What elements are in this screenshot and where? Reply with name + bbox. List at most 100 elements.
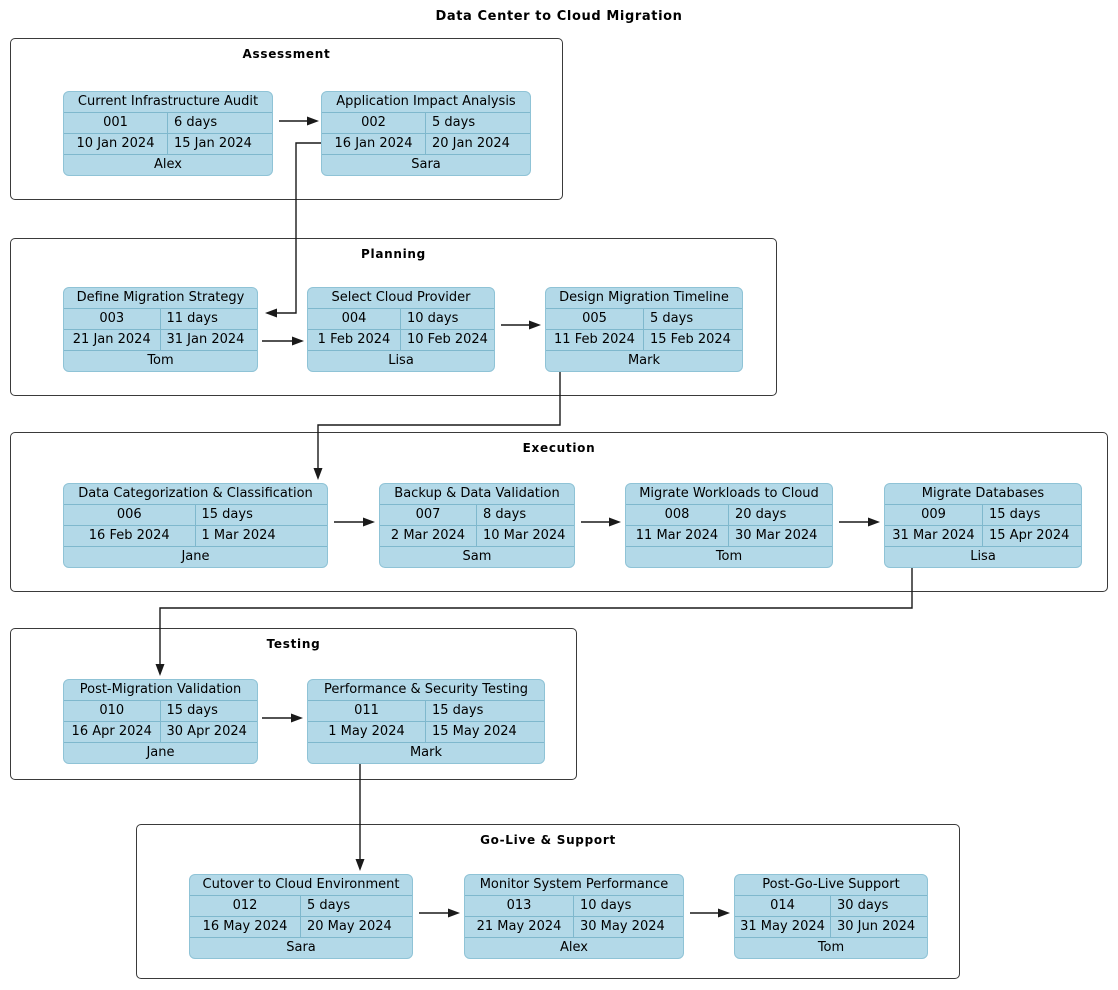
task-code-009: 009 — [885, 505, 983, 525]
task-card-009[interactable]: Migrate Databases 009 15 days 31 Mar 2024 15… — [884, 483, 1082, 568]
task-owner-014: Tom — [817, 940, 845, 955]
task-owner-002: Sara — [411, 157, 441, 172]
task-end-008: 30 Mar 2024 — [735, 528, 818, 543]
task-owner-007: Sam — [462, 549, 492, 564]
task-duration-011: 15 days — [432, 703, 484, 718]
task-end-003: 31 Jan 2024 — [166, 332, 245, 347]
task-name-008: Migrate Workloads to Cloud — [639, 486, 819, 501]
task-code-004: 004 — [308, 309, 401, 329]
task-start-008: 11 Mar 2024 — [626, 526, 729, 546]
task-end-005: 15 Feb 2024 — [650, 332, 731, 347]
task-code-010: 010 — [64, 701, 161, 721]
task-card-010[interactable]: Post-Migration Validation 010 15 days 16 Ap… — [63, 679, 258, 764]
task-end-012: 20 May 2024 — [307, 919, 392, 934]
task-start-009: 31 Mar 2024 — [885, 526, 983, 546]
group-title-assessment: Assessment — [242, 47, 331, 61]
task-end-009: 15 Apr 2024 — [989, 528, 1070, 543]
group-title-execution: Execution — [522, 441, 596, 455]
task-name-007: Backup & Data Validation — [394, 486, 560, 501]
task-card-007[interactable]: Backup & Data Validation 007 8 days 2 Mar 2… — [379, 483, 575, 568]
page-title: Data Center to Cloud Migration — [435, 9, 683, 24]
task-code-008: 008 — [626, 505, 729, 525]
task-start-014: 31 May 2024 — [735, 917, 831, 937]
task-end-011: 15 May 2024 — [432, 724, 517, 739]
task-owner-005: Mark — [627, 353, 661, 368]
task-start-013: 21 May 2024 — [465, 917, 574, 937]
task-code-007: 007 — [380, 505, 477, 525]
task-card-005[interactable]: Design Migration Timeline 005 5 days 11 Feb… — [545, 287, 743, 372]
task-duration-002: 5 days — [432, 115, 476, 130]
task-duration-014: 30 days — [837, 898, 889, 913]
task-code-002: 002 — [322, 113, 426, 133]
task-start-004: 1 Feb 2024 — [308, 330, 401, 350]
task-card-003[interactable]: Define Migration Strategy 003 11 days 21 Ja… — [63, 287, 258, 372]
task-duration-013: 10 days — [580, 898, 632, 913]
task-card-013[interactable]: Monitor System Performance 013 10 days 21 M… — [464, 874, 684, 959]
task-duration-009: 15 days — [989, 507, 1041, 522]
task-duration-012: 5 days — [307, 898, 351, 913]
task-duration-005: 5 days — [650, 311, 694, 326]
task-name-005: Design Migration Timeline — [559, 290, 729, 305]
task-owner-011: Mark — [409, 745, 443, 760]
task-owner-006: Jane — [181, 549, 210, 564]
task-name-002: Application Impact Analysis — [336, 94, 516, 109]
group-title-golive: Go-Live & Support — [480, 833, 616, 847]
task-card-002[interactable]: Application Impact Analysis 002 5 days 16 J… — [321, 91, 531, 176]
task-end-013: 30 May 2024 — [580, 919, 665, 934]
task-name-004: Select Cloud Provider — [331, 290, 471, 305]
task-owner-001: Alex — [154, 157, 182, 172]
task-code-013: 013 — [465, 896, 574, 916]
task-start-005: 11 Feb 2024 — [546, 330, 644, 350]
task-duration-003: 11 days — [166, 311, 218, 326]
task-code-011: 011 — [308, 701, 426, 721]
task-duration-010: 15 days — [166, 703, 218, 718]
task-duration-007: 8 days — [483, 507, 527, 522]
task-start-003: 21 Jan 2024 — [64, 330, 161, 350]
task-owner-012: Sara — [286, 940, 316, 955]
task-start-001: 10 Jan 2024 — [64, 134, 168, 154]
task-code-005: 005 — [546, 309, 644, 329]
task-card-004[interactable]: Select Cloud Provider 004 10 days 1 Feb 202… — [307, 287, 495, 372]
task-owner-010: Jane — [146, 745, 175, 760]
task-code-014: 014 — [735, 896, 831, 916]
group-title-testing: Testing — [266, 637, 321, 651]
task-owner-013: Alex — [560, 940, 588, 955]
task-code-012: 012 — [190, 896, 301, 916]
task-duration-004: 10 days — [407, 311, 459, 326]
task-name-013: Monitor System Performance — [479, 877, 669, 892]
task-owner-009: Lisa — [970, 549, 996, 564]
task-code-001: 001 — [64, 113, 168, 133]
task-end-002: 20 Jan 2024 — [432, 136, 510, 151]
task-name-009: Migrate Databases — [921, 486, 1045, 501]
task-duration-006: 15 days — [201, 507, 253, 522]
task-end-001: 15 Jan 2024 — [174, 136, 252, 151]
task-code-006: 006 — [64, 505, 196, 525]
task-start-012: 16 May 2024 — [190, 917, 301, 937]
task-end-007: 10 Mar 2024 — [483, 528, 566, 543]
task-name-014: Post-Go-Live Support — [762, 877, 900, 892]
task-start-011: 1 May 2024 — [308, 722, 426, 742]
task-end-010: 30 Apr 2024 — [166, 724, 247, 739]
task-card-011[interactable]: Performance & Security Testing 011 15 days… — [307, 679, 545, 764]
task-name-010: Post-Migration Validation — [79, 682, 242, 697]
task-name-011: Performance & Security Testing — [323, 682, 528, 697]
task-owner-008: Tom — [715, 549, 743, 564]
task-owner-004: Lisa — [388, 353, 414, 368]
task-start-002: 16 Jan 2024 — [322, 134, 426, 154]
task-end-014: 30 Jun 2024 — [837, 919, 916, 934]
task-end-004: 10 Feb 2024 — [407, 332, 488, 347]
group-title-planning: Planning — [361, 247, 426, 261]
task-code-003: 003 — [64, 309, 161, 329]
task-name-003: Define Migration Strategy — [76, 290, 245, 305]
task-name-001: Current Infrastructure Audit — [77, 94, 259, 109]
task-name-006: Data Categorization & Classification — [78, 486, 313, 501]
task-start-007: 2 Mar 2024 — [380, 526, 477, 546]
task-card-014[interactable]: Post-Go-Live Support 014 30 days 31 May 202… — [734, 874, 928, 959]
task-start-006: 16 Feb 2024 — [64, 526, 196, 546]
task-start-010: 16 Apr 2024 — [64, 722, 161, 742]
